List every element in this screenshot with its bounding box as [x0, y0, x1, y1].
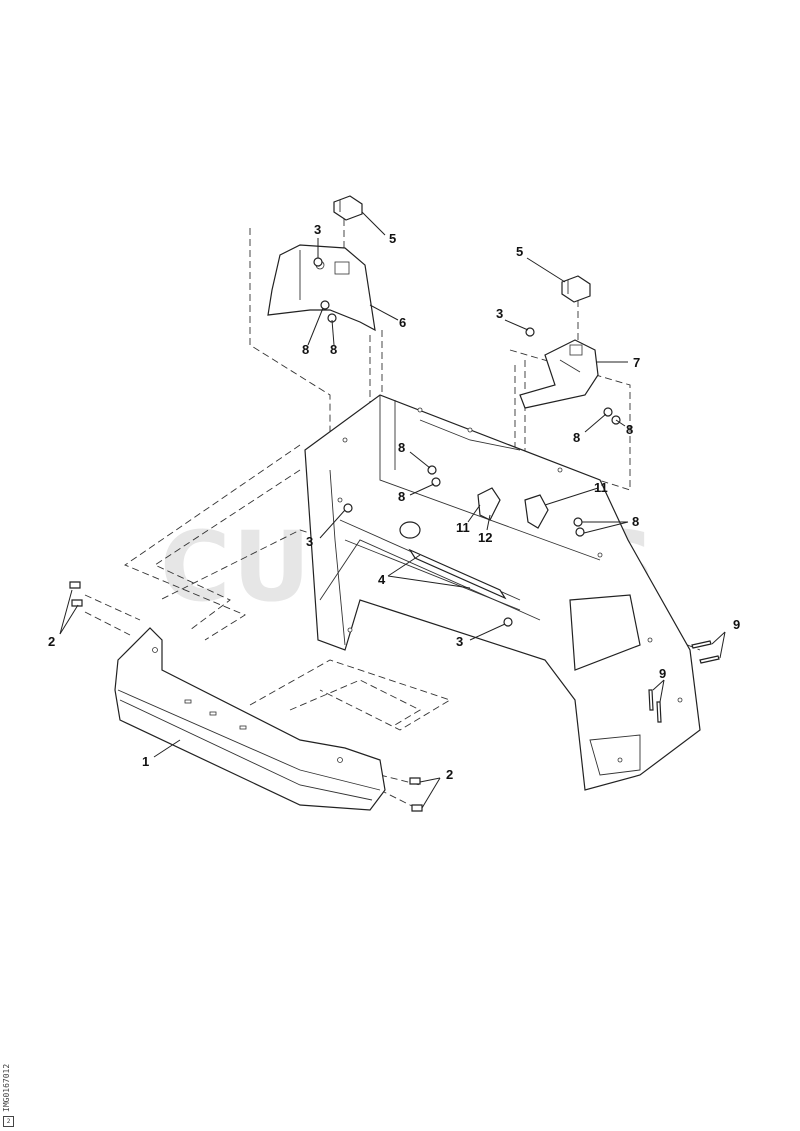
callout-8-frame-right: 8 [632, 514, 639, 529]
cam-parts [477, 487, 549, 529]
callout-8-frame-upper: 8 [398, 440, 405, 455]
callout-8-bracket-right: 8 [330, 342, 337, 357]
left-switch-part [333, 195, 363, 221]
callout-7: 7 [633, 355, 640, 370]
main-frame-part [304, 394, 701, 791]
callout-8-clip-left: 8 [573, 430, 580, 445]
drawing-box-label: 2 [3, 1116, 14, 1127]
front-skirt-part [114, 627, 386, 811]
hardware-nuts [313, 257, 621, 627]
callout-1: 1 [142, 754, 149, 769]
callout-6: 6 [399, 315, 406, 330]
callout-3-right-bracket: 3 [496, 306, 503, 321]
callout-2-right: 2 [446, 767, 453, 782]
callout-11-right: 11 [594, 480, 608, 495]
callout-9-lower: 9 [659, 666, 666, 681]
right-bracket-part [519, 339, 599, 409]
callout-4: 4 [378, 572, 386, 587]
rod-part [408, 548, 507, 600]
callout-9-upper: 9 [733, 617, 740, 632]
callout-8-clip-right: 8 [626, 422, 633, 437]
left-bracket-part [267, 244, 376, 332]
right-switch-part [561, 275, 591, 303]
pins-part [648, 640, 720, 723]
callout-labels: 1 2 2 3 3 3 3 4 5 5 6 7 8 8 8 8 8 8 8 9 … [48, 222, 740, 782]
bolts-part [69, 581, 423, 812]
leader-lines [59, 211, 726, 809]
callout-3-left-bracket: 3 [314, 222, 321, 237]
callout-3-frame-left: 3 [306, 534, 313, 549]
callout-12: 12 [478, 530, 492, 545]
callout-2-left: 2 [48, 634, 55, 649]
callout-5-right: 5 [516, 244, 523, 259]
callout-8-frame-lower: 8 [398, 489, 405, 504]
drawing-code: IMG0167012 [2, 1063, 11, 1112]
callout-11-left: 11 [456, 520, 470, 535]
callout-8-bracket-left: 8 [302, 342, 309, 357]
callout-3-frame-bottom: 3 [456, 634, 463, 649]
callout-5-left: 5 [389, 231, 396, 246]
